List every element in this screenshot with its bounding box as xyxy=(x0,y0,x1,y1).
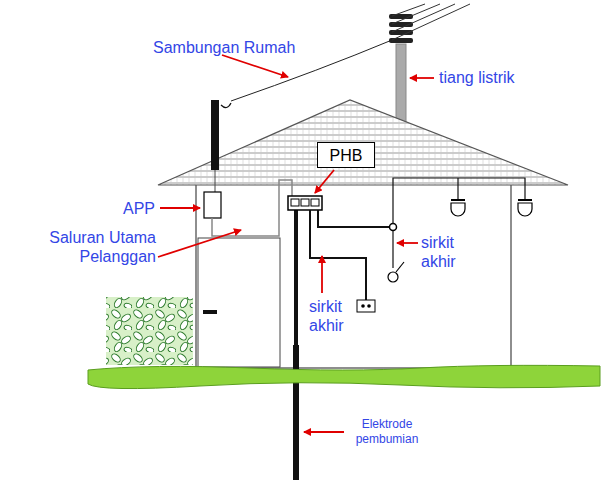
callout-label: sirkit akhir xyxy=(309,297,361,335)
callout-label: Elektrode pembumian xyxy=(347,417,427,447)
label-box: PHB xyxy=(317,142,375,168)
callout-label: Sambungan Rumah xyxy=(153,38,313,57)
callout-label: tiang listrik xyxy=(439,68,549,87)
callout-label: APP xyxy=(123,199,163,218)
callout-label: Saluran Utama Pelanggan xyxy=(18,228,156,266)
callout-label: sirkit akhir xyxy=(421,233,473,271)
box-text: PHB xyxy=(330,146,363,165)
